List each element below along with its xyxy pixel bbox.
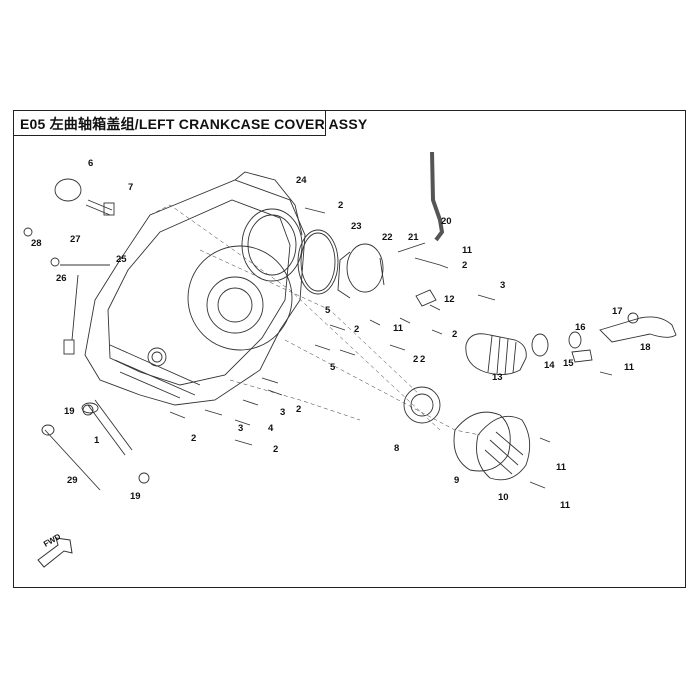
cover-center-boss-inner bbox=[217, 287, 253, 323]
clamp-14 bbox=[531, 333, 549, 357]
cover-ribs bbox=[109, 344, 201, 399]
o-ring-23-inner bbox=[300, 232, 336, 292]
callout-13: 13 bbox=[492, 372, 503, 383]
bracket-12 bbox=[415, 289, 437, 307]
fwd-arrow bbox=[37, 537, 73, 568]
callout-25: 25 bbox=[116, 254, 127, 265]
diagram-frame bbox=[13, 110, 686, 588]
sensor-25 bbox=[60, 264, 110, 341]
dipstick-1 bbox=[87, 399, 133, 456]
callout-11: 11 bbox=[462, 245, 473, 256]
callout-2: 2 bbox=[420, 354, 425, 365]
callout-22: 22 bbox=[382, 232, 393, 243]
callout-11: 11 bbox=[624, 362, 635, 373]
callout-21: 21 bbox=[408, 232, 419, 243]
callout-8: 8 bbox=[394, 443, 399, 454]
callout-3: 3 bbox=[280, 407, 285, 418]
bolt-7-head bbox=[103, 202, 115, 216]
callout-24: 24 bbox=[296, 175, 307, 186]
callout-10: 10 bbox=[498, 492, 509, 503]
crankcase-cover bbox=[84, 179, 306, 406]
hose-20 bbox=[430, 151, 445, 242]
dipstick-cap bbox=[81, 402, 99, 414]
callout-23: 23 bbox=[351, 221, 362, 232]
plug-6 bbox=[54, 178, 82, 202]
callout-2: 2 bbox=[273, 444, 278, 455]
hose-20-fitting bbox=[397, 242, 426, 253]
bolt-7 bbox=[85, 199, 113, 216]
callout-2: 2 bbox=[452, 329, 457, 340]
bracket-15 bbox=[571, 349, 593, 363]
sensor-25-connector bbox=[63, 339, 75, 355]
duct-boot-13-ridges bbox=[487, 335, 517, 376]
o-ring-19-bottom bbox=[138, 472, 150, 484]
callout-6: 6 bbox=[88, 158, 93, 169]
oil-filler-port-inner bbox=[151, 351, 163, 363]
fitting-16 bbox=[568, 331, 582, 349]
callout-28: 28 bbox=[31, 238, 42, 249]
gasket-24 bbox=[241, 208, 303, 282]
clip-17 bbox=[627, 312, 639, 324]
callout-26: 26 bbox=[56, 273, 67, 284]
callout-18: 18 bbox=[640, 342, 651, 353]
callout-2: 2 bbox=[191, 433, 196, 444]
callout-11: 11 bbox=[556, 462, 567, 473]
leader-lines bbox=[149, 204, 481, 436]
gasket-24-inner bbox=[247, 214, 297, 276]
callout-2: 2 bbox=[354, 324, 359, 335]
bolts-group bbox=[169, 207, 613, 489]
cover-inner-outline bbox=[107, 199, 291, 386]
callout-29: 29 bbox=[67, 475, 78, 486]
title-box bbox=[13, 110, 326, 136]
hose-18 bbox=[599, 316, 677, 343]
callout-20: 20 bbox=[441, 216, 452, 227]
gasket-9 bbox=[453, 411, 511, 472]
cover-center-boss bbox=[206, 276, 264, 334]
o-ring-23 bbox=[297, 229, 339, 295]
callout-11: 11 bbox=[393, 323, 404, 334]
callout-12: 12 bbox=[444, 294, 455, 305]
o-ring-19-top bbox=[82, 404, 94, 416]
duct-22-front bbox=[346, 243, 384, 293]
dipstick-29 bbox=[44, 429, 101, 491]
seal-8-inner bbox=[410, 393, 434, 417]
callout-11: 11 bbox=[560, 500, 571, 511]
grommet-26 bbox=[50, 257, 60, 267]
cover-10 bbox=[476, 415, 531, 481]
callout-9: 9 bbox=[454, 475, 459, 486]
cover-circular-rim bbox=[187, 245, 293, 351]
callout-3: 3 bbox=[500, 280, 505, 291]
callout-2: 2 bbox=[338, 200, 343, 211]
callout-5: 5 bbox=[330, 362, 336, 373]
cover-10-ribs bbox=[484, 431, 524, 475]
callout-27: 27 bbox=[70, 234, 81, 245]
callout-2: 2 bbox=[296, 404, 301, 415]
callout-19: 19 bbox=[130, 491, 141, 502]
callout-19: 19 bbox=[64, 406, 75, 417]
seal-8 bbox=[403, 386, 441, 424]
dipstick-29-cap bbox=[41, 424, 55, 436]
callout-3: 3 bbox=[238, 423, 243, 434]
callout-14: 14 bbox=[544, 360, 555, 371]
callout-7: 7 bbox=[128, 182, 133, 193]
callout-15: 15 bbox=[563, 358, 574, 369]
duct-boot-13 bbox=[465, 333, 527, 375]
duct-22-body bbox=[337, 251, 385, 299]
callout-17: 17 bbox=[612, 306, 623, 317]
page-title: E05 左曲轴箱盖组/LEFT CRANKCASE COVER ASSY bbox=[20, 116, 368, 132]
callout-1: 1 bbox=[94, 435, 100, 446]
callout-5: 5 bbox=[325, 305, 331, 316]
cover-back-section bbox=[234, 171, 303, 236]
callout-16: 16 bbox=[575, 322, 586, 333]
callout-2: 2 bbox=[413, 354, 418, 365]
callout-4: 4 bbox=[268, 423, 274, 434]
callout-2: 2 bbox=[462, 260, 467, 271]
bolt-28 bbox=[23, 227, 33, 237]
